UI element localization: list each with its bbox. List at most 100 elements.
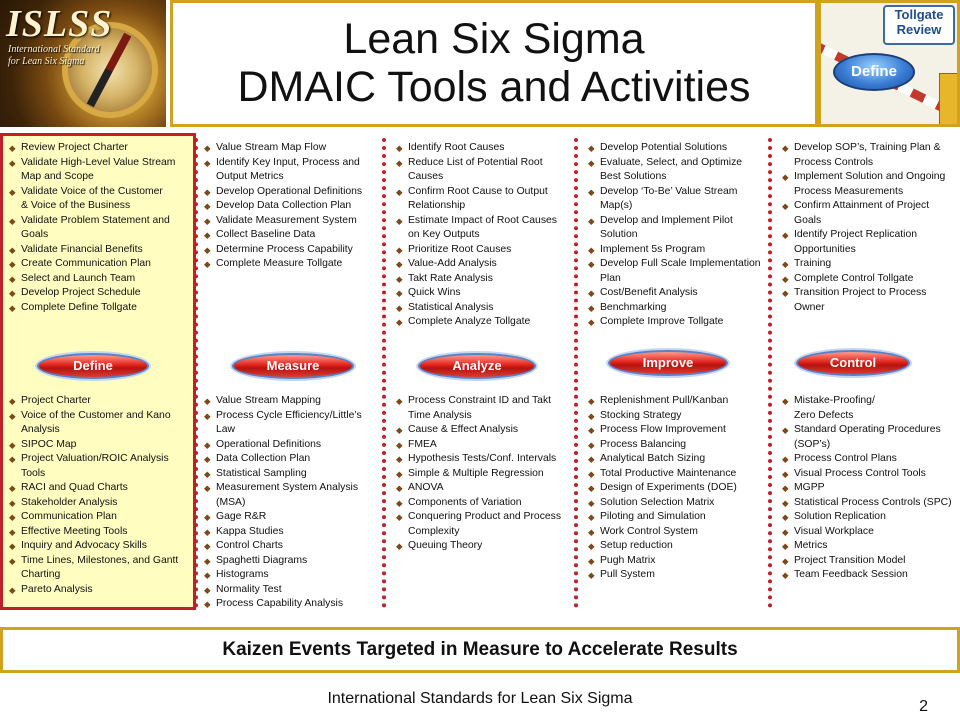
list-item: Visual Process Control Tools — [782, 467, 952, 482]
list-item: Develop Potential Solutions — [588, 141, 762, 156]
list-item: Team Feedback Session — [782, 568, 952, 583]
list-item: Identify Project Replication Opportuniti… — [782, 228, 956, 257]
list-item: Collect Baseline Data — [204, 228, 380, 243]
list-item: Develop Data Collection Plan — [204, 199, 380, 214]
improve-tools: Replenishment Pull/KanbanStocking Strate… — [588, 394, 762, 583]
list-item: Simple & Multiple Regression — [396, 467, 570, 482]
list-item: Validate High-Level Value Stream Map and… — [9, 156, 189, 185]
column-divider — [574, 138, 578, 608]
list-item: Process Cycle Efficiency/Little’s Law — [204, 409, 378, 438]
list-item: Develop Operational Definitions — [204, 185, 380, 200]
list-item: ANOVA — [396, 481, 570, 496]
define-activities: Review Project CharterValidate High-Leve… — [9, 141, 189, 315]
column-divider — [768, 138, 772, 608]
phase-pill-analyze: Analyze — [418, 353, 536, 379]
analyze-activities: Identify Root CausesReduce List of Poten… — [396, 141, 570, 330]
tollgate-sign-line-1: Tollgate — [894, 7, 944, 22]
list-item: Communication Plan — [9, 510, 189, 525]
phase-pill-control: Control — [796, 350, 910, 376]
list-item: Validate Voice of the Customer& Voice of… — [9, 185, 189, 214]
list-item: Develop Project Schedule — [9, 286, 189, 301]
title-line-1: Lean Six Sigma — [343, 15, 645, 63]
phase-pill-improve: Improve — [608, 350, 728, 376]
analyze-tools: Process Constraint ID and Takt Time Anal… — [396, 394, 570, 554]
list-item: Normality Test — [204, 583, 378, 598]
list-item: Effective Meeting Tools — [9, 525, 189, 540]
list-item: Takt Rate Analysis — [396, 272, 570, 287]
list-item: Value Stream Mapping — [204, 394, 378, 409]
list-item: Piloting and Simulation — [588, 510, 762, 525]
list-item: Complete Define Tollgate — [9, 301, 189, 316]
list-item: Identify Key Input, Process and Output M… — [204, 156, 380, 185]
list-item: Project Transition Model — [782, 554, 952, 569]
list-item: Process Control Plans — [782, 452, 952, 467]
list-item: Review Project Charter — [9, 141, 189, 156]
list-item: Confirm Attainment of Project Goals — [782, 199, 956, 228]
list-item: Voice of the Customer and Kano Analysis — [9, 409, 189, 438]
list-item: Pareto Analysis — [9, 583, 189, 598]
logo-subtitle: International Standard for Lean Six Sigm… — [8, 44, 100, 68]
list-item: Inquiry and Advocacy Skills — [9, 539, 189, 554]
list-item: Value-Add Analysis — [396, 257, 570, 272]
list-item: Stocking Strategy — [588, 409, 762, 424]
list-item: FMEA — [396, 438, 570, 453]
list-item: Process Constraint ID and Takt Time Anal… — [396, 394, 570, 423]
measure-activities: Value Stream Map FlowIdentify Key Input,… — [204, 141, 380, 272]
list-item: Complete Measure Tollgate — [204, 257, 380, 272]
compass-icon — [62, 22, 158, 118]
list-item: Spaghetti Diagrams — [204, 554, 378, 569]
list-item: Develop ‘To-Be’ Value Stream Map(s) — [588, 185, 762, 214]
list-item: Time Lines, Milestones, and Gantt Charti… — [9, 554, 189, 583]
list-item: Evaluate, Select, and Optimize Best Solu… — [588, 156, 762, 185]
list-item: Validate Measurement System — [204, 214, 380, 229]
kaizen-banner: Kaizen Events Targeted in Measure to Acc… — [0, 627, 960, 673]
list-item: Gage R&R — [204, 510, 378, 525]
tollgate-review-graphic: Tollgate Review Define — [818, 0, 960, 127]
list-item: Data Collection Plan — [204, 452, 378, 467]
title-line-2: DMAIC Tools and Activities — [237, 63, 751, 111]
list-item: Visual Workplace — [782, 525, 952, 540]
list-item: Quick Wins — [396, 286, 570, 301]
footer-text: International Standards for Lean Six Sig… — [327, 690, 633, 707]
list-item: Replenishment Pull/Kanban — [588, 394, 762, 409]
page-number: 2 — [919, 698, 928, 715]
list-item: Benchmarking — [588, 301, 762, 316]
list-item: Validate Financial Benefits — [9, 243, 189, 258]
list-item: Develop SOP’s, Training Plan & Process C… — [782, 141, 956, 170]
list-item: Process Capability Analysis — [204, 597, 378, 612]
list-item: RACI and Quad Charts — [9, 481, 189, 496]
list-item: Mistake-Proofing/Zero Defects — [782, 394, 952, 423]
list-item: Solution Selection Matrix — [588, 496, 762, 511]
list-item: Pull System — [588, 568, 762, 583]
list-item: Total Productive Maintenance — [588, 467, 762, 482]
list-item: Complete Control Tollgate — [782, 272, 956, 287]
list-item: Prioritize Root Causes — [396, 243, 570, 258]
list-item: Confirm Root Cause to Output Relationshi… — [396, 185, 570, 214]
list-item: Training — [782, 257, 956, 272]
list-item: Operational Definitions — [204, 438, 378, 453]
list-item: Pugh Matrix — [588, 554, 762, 569]
list-item: Queuing Theory — [396, 539, 570, 554]
list-item: Statistical Process Controls (SPC) — [782, 496, 952, 511]
list-item: Reduce List of Potential Root Causes — [396, 156, 570, 185]
list-item: Setup reduction — [588, 539, 762, 554]
tollgate-sign: Tollgate Review — [883, 5, 955, 45]
list-item: Statistical Analysis — [396, 301, 570, 316]
tollgate-phase-badge: Define — [833, 53, 915, 91]
list-item: Validate Problem Statement and Goals — [9, 214, 189, 243]
tollgate-post-icon — [939, 73, 957, 124]
islss-logo: ISLSS International Standard for Lean Si… — [0, 0, 166, 127]
list-item: Complete Improve Tollgate — [588, 315, 762, 330]
list-item: Solution Replication — [782, 510, 952, 525]
page-title: Lean Six Sigma DMAIC Tools and Activitie… — [170, 0, 818, 127]
list-item: SIPOC Map — [9, 438, 189, 453]
list-item: Develop Full Scale Implementation Plan — [588, 257, 762, 286]
list-item: Cause & Effect Analysis — [396, 423, 570, 438]
logo-subtitle-line-1: International Standard — [8, 44, 100, 55]
list-item: Implement 5s Program — [588, 243, 762, 258]
list-item: Components of Variation — [396, 496, 570, 511]
list-item: Process Balancing — [588, 438, 762, 453]
list-item: Develop and Implement Pilot Solution — [588, 214, 762, 243]
list-item: Cost/Benefit Analysis — [588, 286, 762, 301]
list-item: Transition Project to Process Owner — [782, 286, 956, 315]
